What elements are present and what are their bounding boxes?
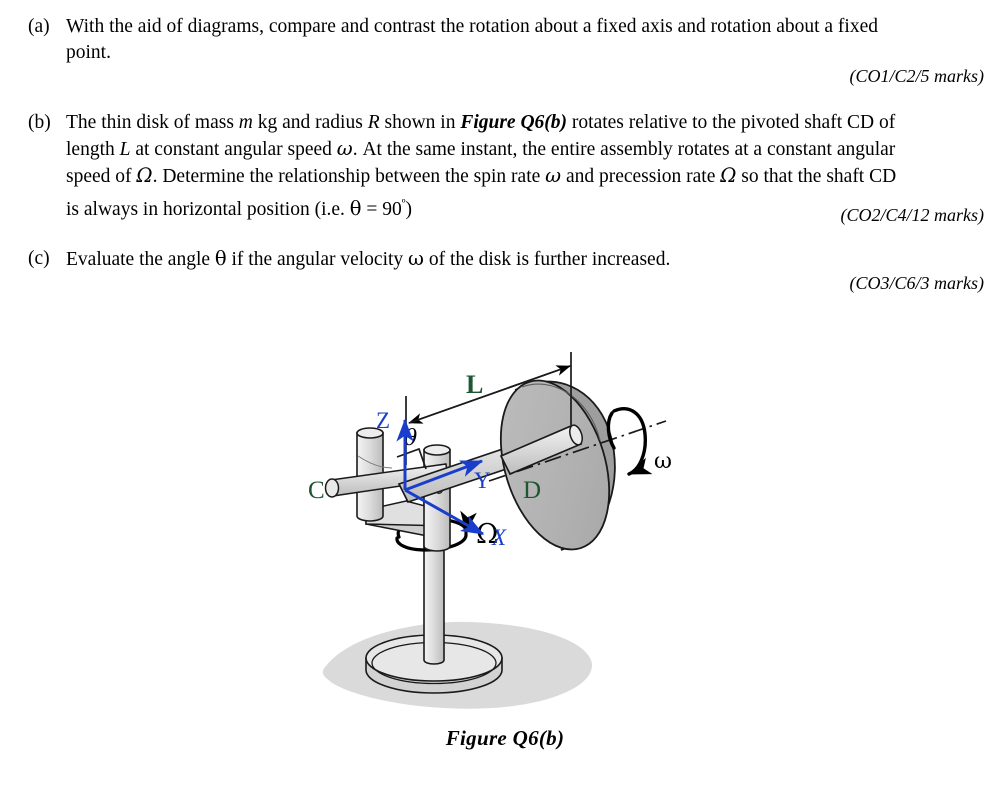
spin-arrow [606, 407, 653, 476]
figure-caption-text: Figure Q6(b) [445, 726, 565, 750]
question-b-line3: speed of Ω. Determine the relationship b… [66, 164, 897, 187]
question-b: (b) The thin disk of mass m kg and radiu… [28, 110, 974, 223]
qb-t1: The thin disk of mass [66, 112, 239, 133]
centerline-dashdot [488, 420, 667, 482]
qb-t14: ) [405, 198, 413, 220]
qc-t1: Evaluate the angle [66, 249, 215, 270]
label-point-c: C [308, 477, 325, 504]
qc-t3: of the disk is further increased. [423, 249, 671, 270]
figure-reference: Figure Q6(b) [460, 112, 568, 133]
question-a: (a) With the aid of diagrams, compare an… [28, 14, 974, 66]
label-axis-x: X [491, 525, 507, 550]
axis-y-arrow [404, 459, 484, 492]
question-c: (c) Evaluate the angle θ if the angular … [28, 246, 974, 273]
question-c-marks: (CO3/C6/3 marks) [849, 273, 985, 293]
right-angle-mark [396, 447, 427, 470]
question-a-label: (a) [28, 16, 50, 37]
question-b-marks: (CO2/C4/12 marks) [840, 205, 985, 225]
qb-t2: kg and radius [252, 112, 368, 133]
qb-t9: . Determine the relationship between the… [152, 166, 546, 187]
qb-t10: and precession rate [561, 166, 721, 187]
symbol-big-omega: Ω [136, 164, 153, 187]
question-b-label: (b) [28, 112, 51, 133]
shaft-tip-over-disk [499, 424, 583, 476]
qb-t11: so that the shaft CD [736, 166, 897, 187]
symbol-mass-m: m [238, 112, 253, 133]
question-c-label: (c) [28, 248, 50, 269]
symbol-omega: ω [336, 137, 353, 160]
qb-t6: at constant angular speed [130, 139, 337, 160]
label-axis-z: Z [376, 408, 390, 433]
question-b-body: The thin disk of mass m kg and radius R … [66, 110, 972, 223]
qb-t3: shown in [379, 112, 461, 133]
axis-triad [396, 418, 485, 536]
question-c-body: Evaluate the angle θ if the angular velo… [66, 246, 972, 273]
symbol-length-L: L [119, 139, 131, 160]
question-a-line1: With the aid of diagrams, compare and co… [66, 16, 878, 37]
label-point-d: D [523, 477, 541, 504]
degree-sign: º [401, 196, 406, 210]
symbol-radius-R: R [367, 112, 380, 133]
symbol-omega-c: ω [408, 247, 424, 270]
question-a-marks: (CO1/C2/5 marks) [849, 66, 985, 86]
figure-drawing: Ω [308, 352, 672, 709]
qc-t2: if the angular velocity [226, 249, 409, 270]
question-b-line4: is always in horizontal position (i.e. θ… [66, 196, 413, 220]
axis-x-arrow [404, 488, 485, 536]
qb-t7: . At the same instant, the entire assemb… [352, 139, 896, 160]
qb-t13: = 90 [361, 198, 402, 220]
symbol-theta: θ [349, 196, 362, 220]
question-b-line1: The thin disk of mass m kg and radius R … [66, 112, 895, 133]
symbol-omega-2: ω [545, 164, 562, 187]
question-a-line2: point. [66, 42, 111, 63]
symbol-theta-c: θ [214, 247, 227, 270]
figure-caption: Figure Q6(b) [0, 726, 998, 751]
question-a-body: With the aid of diagrams, compare and co… [66, 14, 972, 66]
symbol-big-omega-2: Ω [720, 164, 737, 187]
question-b-line2: length L at constant angular speed ω. At… [66, 137, 896, 160]
qb-t5: length [66, 139, 120, 160]
qb-t12: is always in horizontal position (i.e. [66, 198, 350, 220]
figure-q6b: Ω [296, 338, 706, 788]
disk-shape [499, 379, 616, 551]
label-length-L: L [466, 370, 483, 399]
qb-t8: speed of [66, 166, 137, 187]
label-axis-y: Y [474, 468, 491, 493]
qb-t4: rotates relative to the pivoted shaft CD… [567, 112, 896, 133]
label-spin-omega: ω [654, 449, 672, 474]
question-c-line1: Evaluate the angle θ if the angular velo… [66, 247, 671, 270]
